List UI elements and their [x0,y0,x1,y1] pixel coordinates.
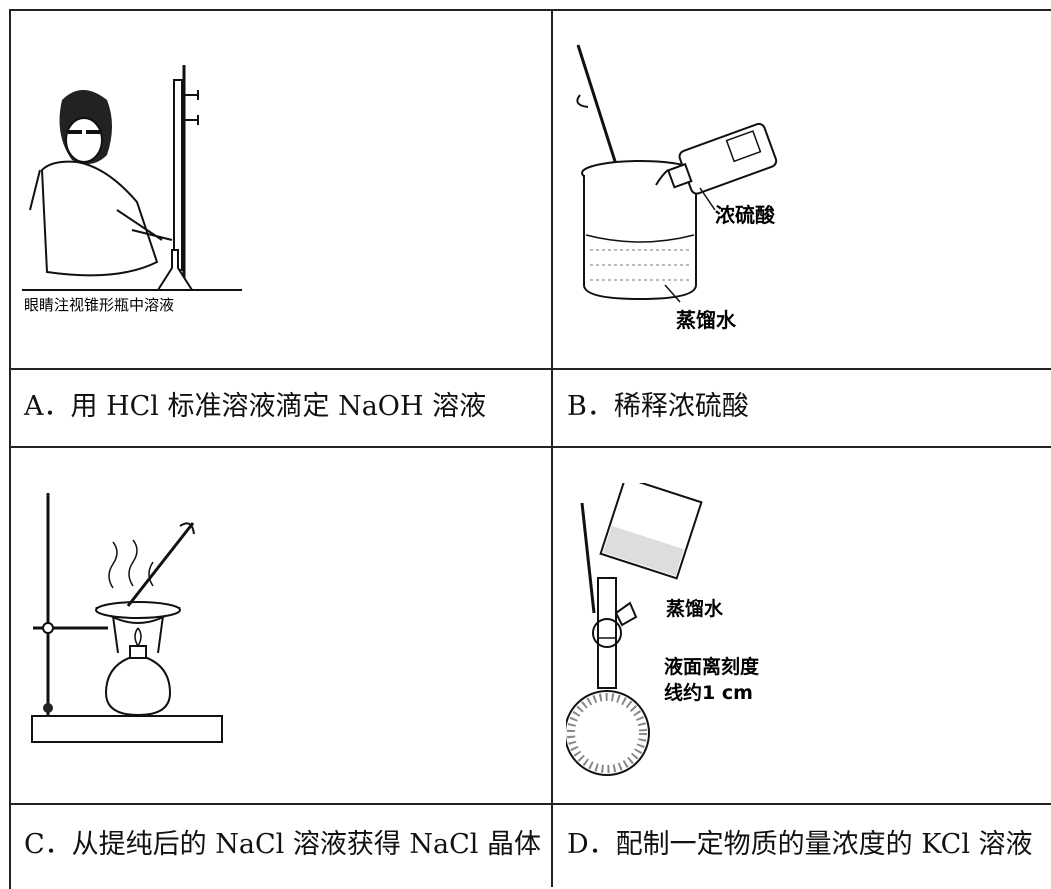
figure-label: 液面离刻度 [664,655,760,678]
figure-label: 线约1 cm [664,681,753,704]
evaporation-illustration [31,493,223,743]
dilution-illustration: 浓硫酸 蒸馏水 [576,44,778,332]
figure-label: 眼睛注视锥形瓶中溶液 [24,296,174,314]
question-table [9,9,1051,889]
option-b-caption: B．稀释浓硫酸 [567,391,749,422]
row-divider [9,368,1051,370]
row-divider [9,803,1051,805]
figure-label: 浓硫酸 [715,203,776,227]
option-c-caption: C．从提纯后的 NaCl 溶液获得 NaCl 晶体 [24,829,542,860]
row-divider [9,446,1051,448]
figure-label: 蒸馏水 [666,597,724,620]
figure-label: 蒸馏水 [676,308,737,332]
titration-illustration: 眼睛注视锥形瓶中溶液 [22,65,242,314]
volumetric-flask-illustration: 蒸馏水 液面离刻度 线约1 cm [566,483,760,776]
option-a-caption: A．用 HCl 标准溶液滴定 NaOH 溶液 [24,391,487,422]
column-divider [551,9,553,887]
option-d-caption: D．配制一定物质的量浓度的 KCl 溶液 [567,829,1033,860]
